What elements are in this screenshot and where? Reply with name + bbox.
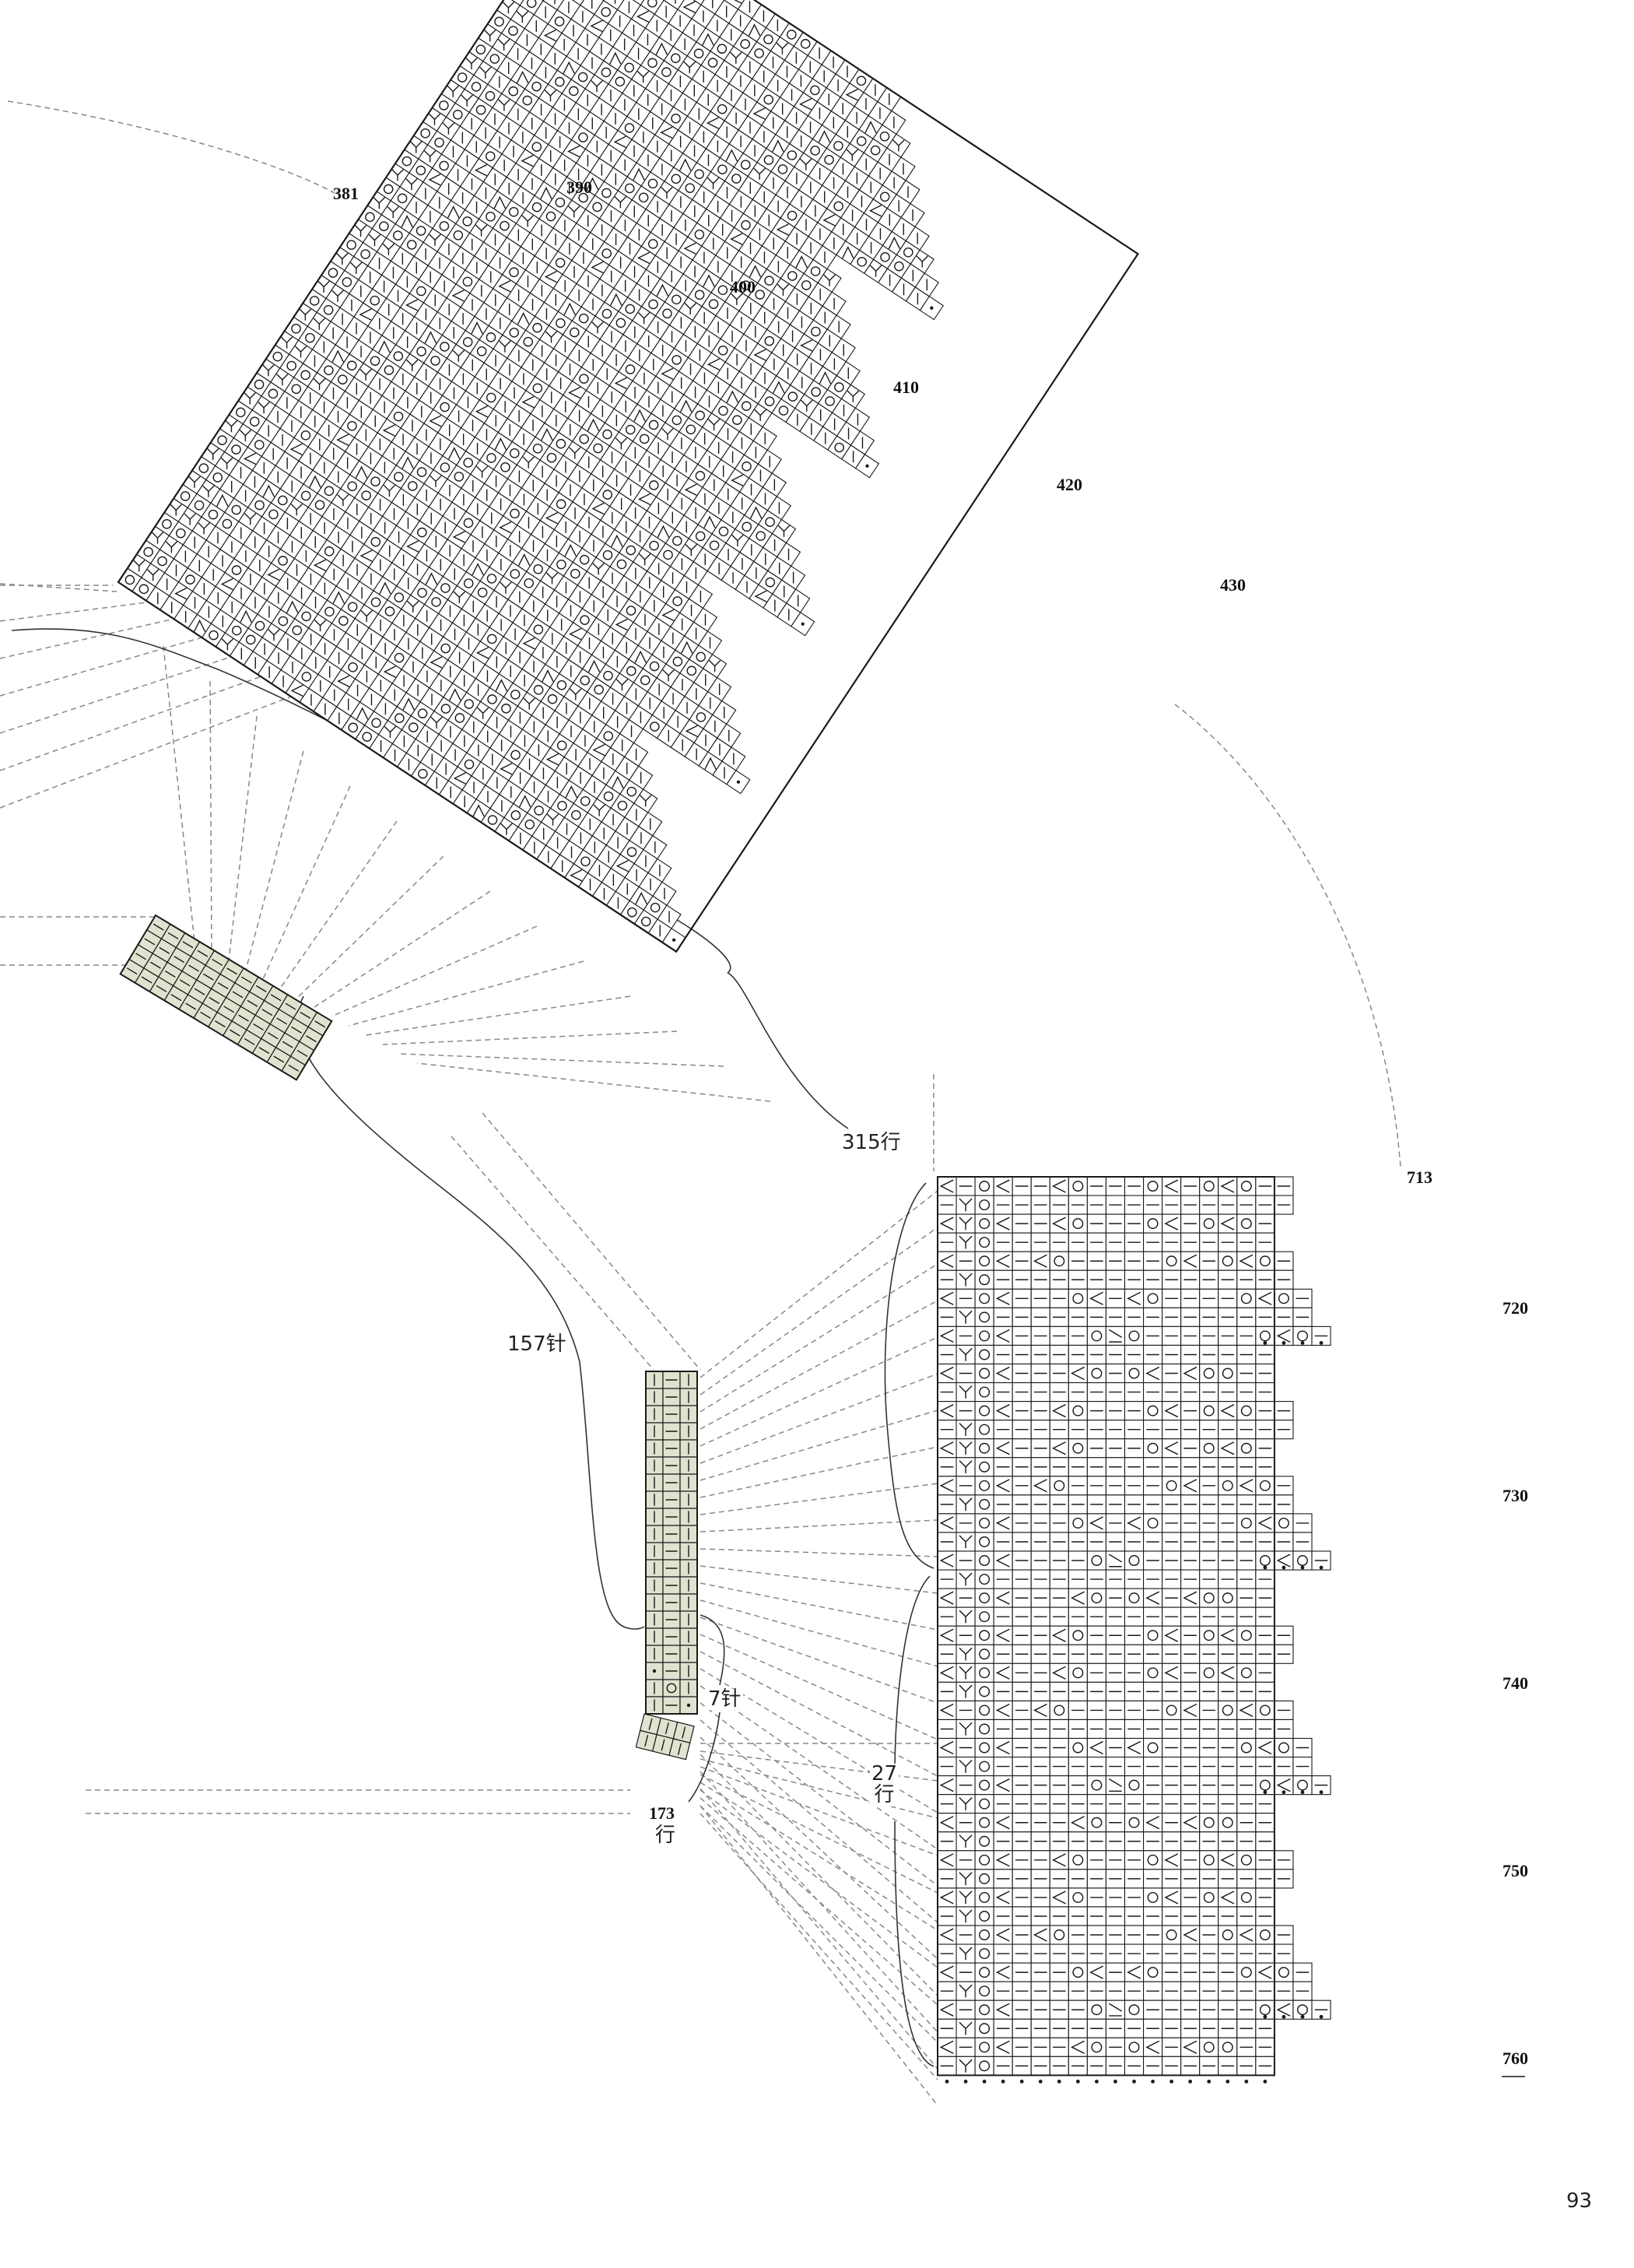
row-label-720: 720 xyxy=(1503,1298,1528,1318)
row-label-410: 410 xyxy=(893,377,919,397)
right-chart-grid xyxy=(937,1176,1525,2084)
row-label-730: 730 xyxy=(1503,1486,1528,1505)
row-label-400: 400 xyxy=(730,277,756,297)
right-stitch-chart xyxy=(937,1176,1525,2084)
diagonal-swatch-grid xyxy=(119,914,333,1081)
top-stitch-chart xyxy=(117,0,1139,953)
rows-27-annotation: 27 行 xyxy=(870,1762,899,1807)
row-label-750: 750 xyxy=(1503,1861,1528,1880)
small-vertical-swatch xyxy=(635,1371,698,1761)
small-diagonal-swatch xyxy=(119,914,333,1081)
row-label-381: 381 xyxy=(333,184,359,203)
row-label-390: 390 xyxy=(566,177,592,197)
vertical-swatch-grid xyxy=(635,1371,698,1761)
row-label-430: 430 xyxy=(1220,575,1246,595)
leader-lines xyxy=(0,100,1401,2106)
row-label-713: 713 xyxy=(1407,1167,1432,1187)
page-number: 93 xyxy=(1566,2189,1593,2213)
row-label-420: 420 xyxy=(1057,475,1082,494)
stitches-157-annotation: 157针 xyxy=(506,1332,568,1356)
row-173-number: 173 xyxy=(649,1803,675,1823)
row-label-760: 760 xyxy=(1503,2049,1528,2068)
stitches-7-annotation: 7针 xyxy=(707,1687,743,1711)
rows-315-annotation: 315行 xyxy=(840,1131,903,1154)
row-label-740: 740 xyxy=(1503,1673,1528,1693)
top-chart-grid xyxy=(117,0,1139,953)
row-173-unit: 行 xyxy=(655,1824,676,1847)
